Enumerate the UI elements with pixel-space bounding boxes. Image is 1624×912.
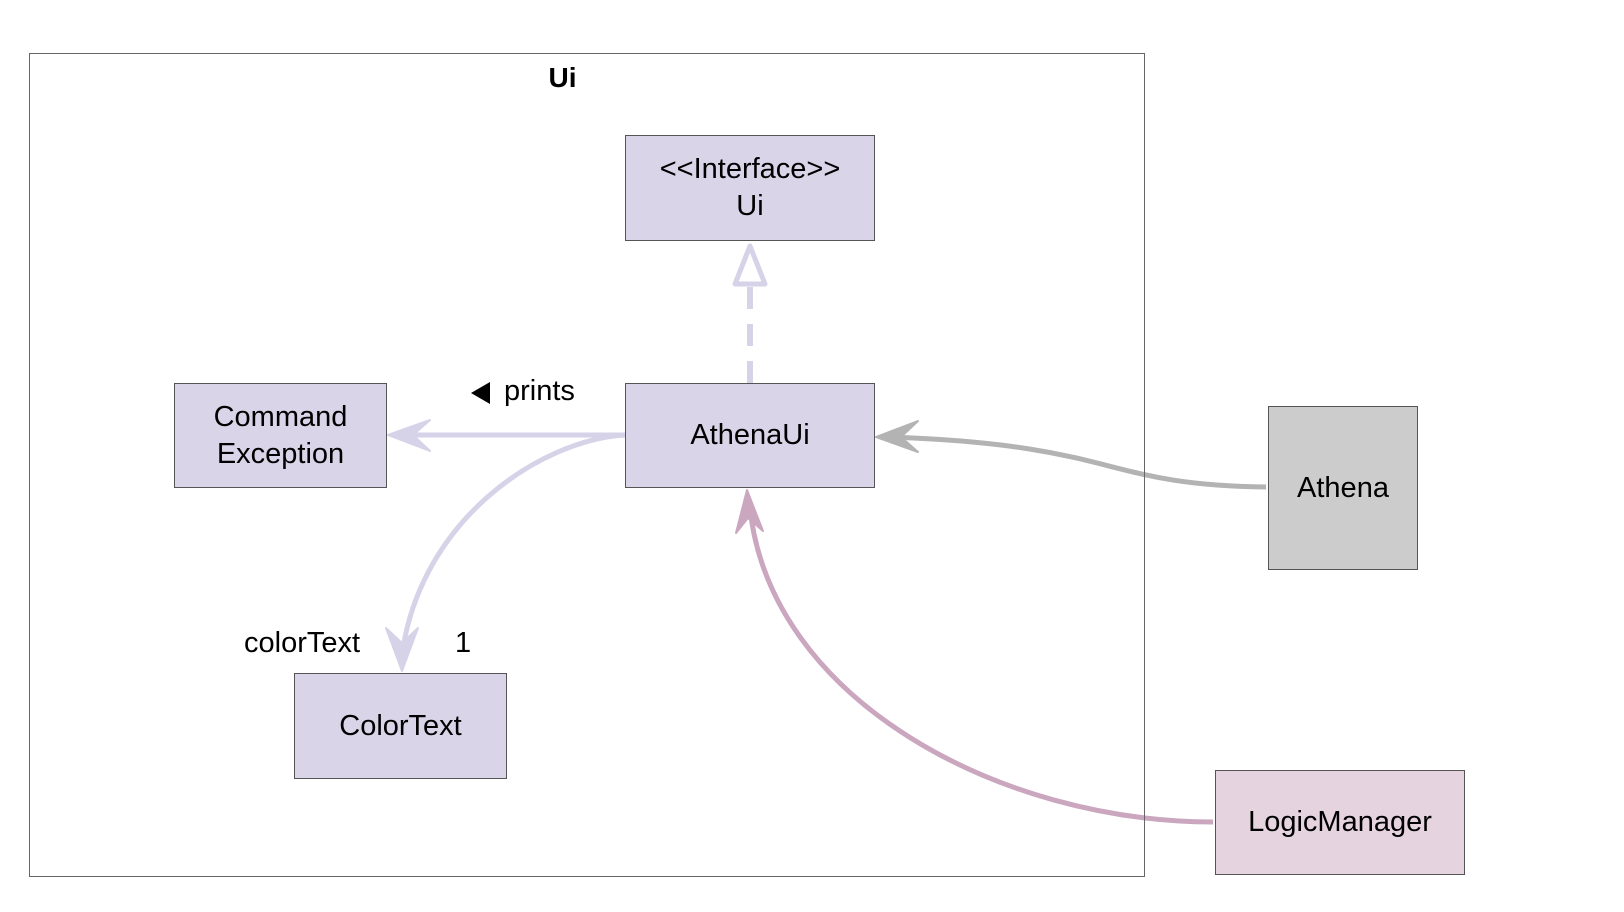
- ui-package-frame: [29, 53, 1145, 877]
- prints-label: prints: [504, 375, 575, 407]
- color-text-connector: [399, 432, 626, 656]
- prints-arrowhead: [387, 419, 431, 452]
- interface-ui-stereotype: <<Interface>>: [659, 153, 841, 185]
- direction-triangle-icon: [471, 382, 490, 404]
- interface-ui-class[interactable]: <<Interface>> Ui: [625, 135, 875, 241]
- logic-manager-arrowhead: [735, 489, 764, 534]
- logic-manager-name: LogicManager: [1248, 806, 1432, 838]
- athena-connector: [889, 434, 1267, 490]
- color-text-class[interactable]: ColorText: [294, 673, 507, 779]
- command-exception-name-line1: Command: [213, 400, 348, 433]
- ui-package-title: Ui: [548, 62, 577, 93]
- realization-arrowhead: [732, 243, 768, 287]
- interface-ui-name: Ui: [736, 190, 764, 222]
- athena-ui-class[interactable]: AthenaUi: [625, 383, 875, 488]
- color-text-name: ColorText: [339, 709, 462, 742]
- color-text-role-label: colorText: [244, 627, 361, 659]
- color-text-arrowhead: [385, 627, 419, 672]
- color-text-multiplicity-label: 1: [455, 627, 472, 659]
- logic-manager-class[interactable]: LogicManager: [1215, 770, 1465, 875]
- athena-ui-name: AthenaUi: [690, 419, 810, 451]
- logic-manager-connector: [747, 507, 1214, 825]
- athena-name: Athena: [1297, 471, 1389, 504]
- athena-class[interactable]: Athena: [1268, 406, 1418, 570]
- athena-arrowhead: [875, 420, 919, 453]
- command-exception-class[interactable]: Command Exception: [174, 383, 387, 488]
- command-exception-name-line2: Exception: [216, 437, 345, 470]
